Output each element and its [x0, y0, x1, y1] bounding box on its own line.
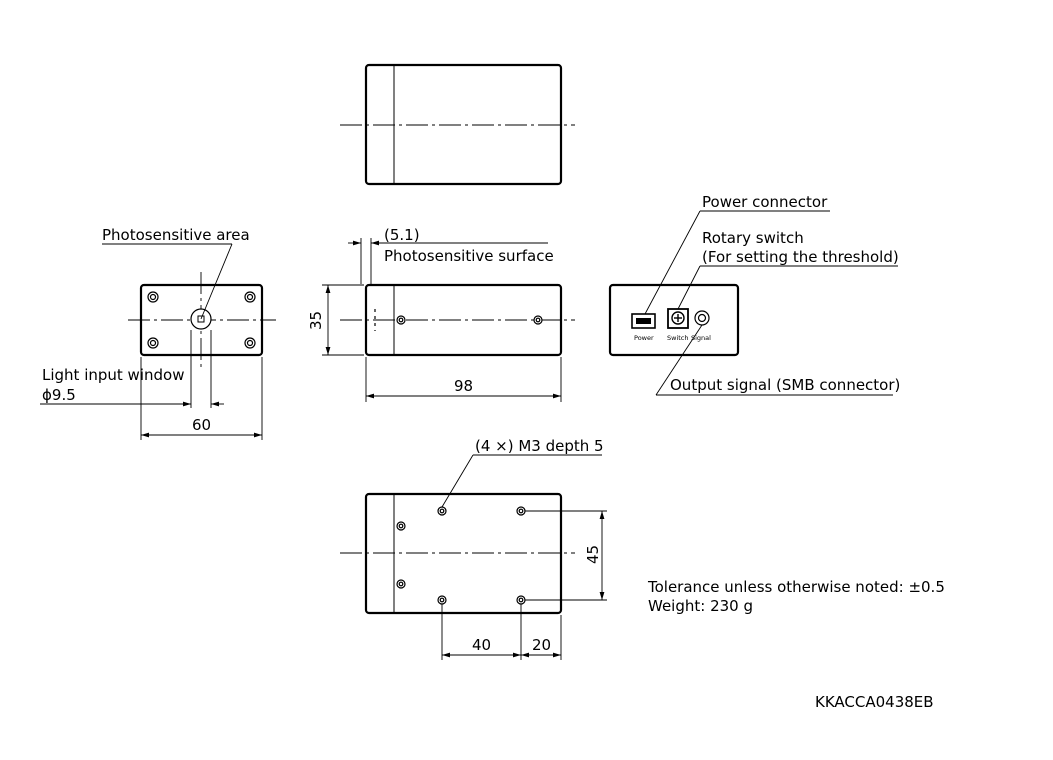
- photosensitive-area-label: Photosensitive area: [102, 226, 250, 244]
- bottom-screw-icon: [396, 521, 406, 589]
- side-screw-icon: [396, 315, 543, 325]
- power-connector-label: Power connector: [702, 193, 828, 211]
- window-diameter-label: ϕ9.5: [42, 386, 76, 404]
- rotary-switch-note: (For setting the threshold): [702, 248, 899, 266]
- front-view: [40, 243, 276, 440]
- rear-view: [608, 210, 898, 396]
- width-dimension-label: 60: [192, 416, 211, 434]
- rotary-switch-icon: [667, 308, 689, 329]
- panel-signal-label: Signal: [691, 334, 711, 342]
- top-view: [340, 63, 575, 186]
- light-input-window-label: Light input window: [42, 366, 184, 384]
- dim-45-label: 45: [584, 545, 602, 564]
- dim-20-label: 20: [532, 636, 551, 654]
- power-connector-icon: [631, 313, 656, 329]
- tolerance-note: Tolerance unless otherwise noted: ±0.5: [647, 578, 945, 596]
- weight-note: Weight: 230 g: [648, 597, 753, 615]
- corner-screw-icon: [147, 291, 256, 349]
- panel-power-label: Power: [634, 334, 654, 342]
- bottom-view: [340, 454, 607, 660]
- photosensitive-surface-label: Photosensitive surface: [384, 247, 554, 265]
- smb-connector-icon: [694, 310, 710, 326]
- mount-holes-label: (4 ×) M3 depth 5: [475, 437, 604, 455]
- dim-40-label: 40: [472, 636, 491, 654]
- length-dimension-label: 98: [454, 377, 473, 395]
- drawing-code: KKACCA0438EB: [815, 693, 934, 711]
- rotary-switch-label: Rotary switch: [702, 229, 804, 247]
- output-signal-label: Output signal (SMB connector): [670, 376, 900, 394]
- panel-switch-label: Switch: [667, 334, 689, 342]
- side-view: [322, 238, 575, 402]
- height-dimension-label: 35: [307, 311, 325, 330]
- offset-dimension-label: (5.1): [384, 226, 420, 244]
